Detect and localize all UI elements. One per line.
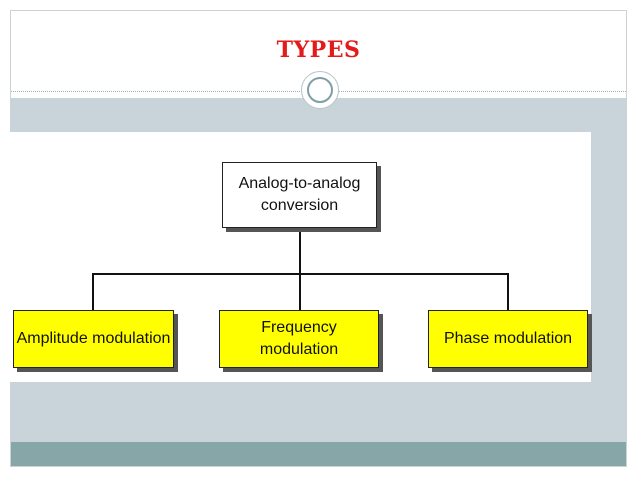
node-frequency-modulation: Frequency modulation: [219, 310, 379, 368]
diagram-figure: Analog-to-analog conversion Amplitude mo…: [6, 132, 591, 382]
node-label: Frequency modulation: [259, 319, 339, 358]
connector-left-drop: [92, 273, 94, 310]
inner-ring: [307, 77, 333, 103]
node-amplitude-modulation: Amplitude modulation: [13, 310, 174, 368]
connector-right-drop: [507, 273, 509, 310]
slide-title: TYPES: [276, 37, 361, 63]
decorative-circle-icon: [301, 71, 339, 109]
root-node: Analog-to-analog conversion: [222, 162, 377, 228]
footer-bar: [11, 442, 626, 466]
node-label: Phase modulation: [443, 330, 573, 347]
root-node-line2: conversion: [260, 197, 339, 214]
connector-middle-drop: [299, 273, 301, 310]
root-node-line1: Analog-to-analog: [238, 175, 361, 192]
connector-root-stem: [299, 228, 301, 274]
node-label: Amplitude modulation: [16, 330, 171, 347]
node-phase-modulation: Phase modulation: [428, 310, 588, 368]
